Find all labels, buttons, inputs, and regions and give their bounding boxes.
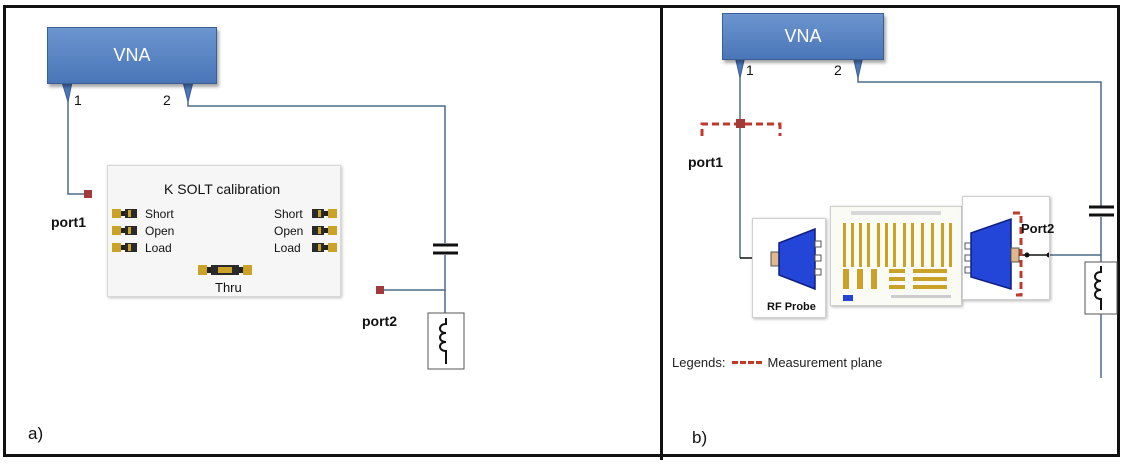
port1-label-b: port1 bbox=[688, 154, 723, 170]
rf-probe-left-box: RF Probe bbox=[752, 218, 826, 318]
panel-label-b: b) bbox=[692, 428, 707, 448]
vna-label-b: VNA bbox=[784, 26, 821, 47]
port1-marker-b bbox=[736, 119, 745, 128]
legend: Legends: Measurement plane bbox=[672, 355, 882, 370]
vna-block-b: VNA bbox=[722, 13, 884, 60]
rf-probe-icon bbox=[753, 219, 825, 299]
rf-probe-right-box: Port2 bbox=[962, 196, 1050, 300]
port-number-2-b: 2 bbox=[834, 62, 842, 78]
measurement-plane-legend-swatch bbox=[732, 361, 762, 364]
legend-text: Measurement plane bbox=[768, 355, 883, 370]
rf-probe-label: RF Probe bbox=[767, 301, 816, 313]
substrate-pattern bbox=[831, 207, 961, 305]
calibration-substrate-image bbox=[830, 206, 962, 306]
port2-wire-b bbox=[858, 76, 1101, 206]
port-number-1-b: 1 bbox=[746, 62, 754, 78]
port2-label-b: Port2 bbox=[1021, 221, 1054, 236]
rf-probe-right-icon bbox=[963, 197, 1049, 299]
legend-prefix: Legends: bbox=[672, 355, 726, 370]
